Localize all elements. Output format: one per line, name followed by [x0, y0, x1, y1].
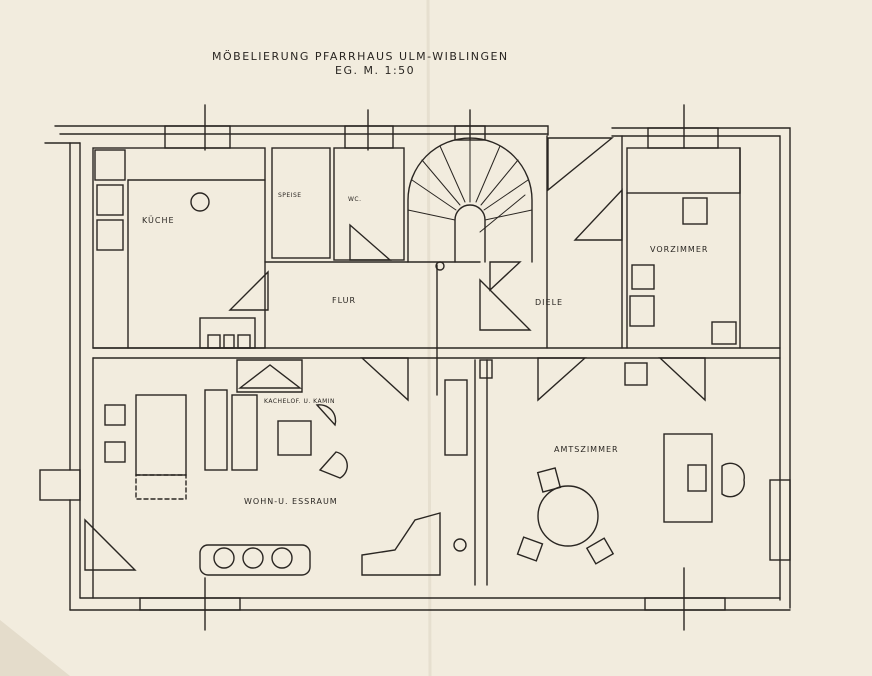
- furniture: [94, 149, 745, 576]
- room-label-kueche: KÜCHE: [142, 216, 175, 225]
- interior-walls: [84, 135, 781, 599]
- label-kachelofen-kamin: KACHELOF. U. KAMIN: [264, 398, 336, 405]
- outer-walls: [39, 104, 791, 631]
- room-label-wc: WC.: [348, 196, 362, 203]
- spiral-staircase: [407, 137, 533, 271]
- room-label-vorzimmer: VORZIMMER: [650, 245, 709, 254]
- room-label-amtszimmer: AMTSZIMMER: [554, 445, 619, 454]
- room-label-diele: DIELE: [535, 298, 564, 307]
- room-label-flur: FLUR: [332, 296, 357, 305]
- room-label-speise: SPEISE: [278, 192, 302, 199]
- drawing-title: MÖBELIERUNG PFARRHAUS ULM-WIBLINGEN: [212, 50, 509, 63]
- room-label-wohn-essraum: WOHN-U. ESSRAUM: [244, 497, 338, 506]
- drawing-subtitle: EG. M. 1:50: [335, 64, 416, 77]
